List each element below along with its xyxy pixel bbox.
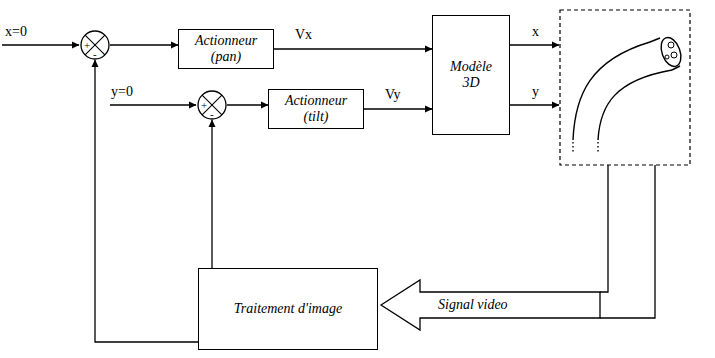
signal-line [364, 108, 432, 109]
setpoint-label: y=0 [110, 84, 134, 100]
output-label: x [531, 24, 540, 40]
signal-line [211, 120, 212, 268]
sign-label: + [84, 40, 90, 50]
box-label: Traitement d'image [233, 301, 343, 317]
signal-line [110, 44, 178, 45]
signal-name: Vy [384, 87, 402, 103]
summing-junction: +- [197, 90, 227, 120]
signal-line [274, 48, 432, 49]
signal-name: Vx [294, 27, 313, 43]
processing-box: Traitement d'image [198, 268, 378, 350]
actuator-box: Actionneur (tilt) [268, 89, 364, 129]
sign-label: - [210, 109, 214, 119]
output-label: y [531, 84, 540, 100]
signal-line [227, 104, 268, 105]
model-box: Modèle 3D [432, 15, 510, 135]
box-label: Actionneur (tilt) [273, 93, 359, 125]
sign-label: + [201, 100, 207, 110]
summing-junction: +- [80, 30, 110, 60]
signal-label: Signal video [437, 297, 509, 313]
setpoint-label: x=0 [4, 24, 28, 40]
actuator-box: Actionneur (pan) [178, 29, 274, 69]
box-label: Modèle 3D [446, 59, 496, 91]
sign-label: - [93, 49, 97, 59]
signal-line [95, 60, 198, 342]
box-label: Actionneur (pan) [183, 33, 269, 65]
